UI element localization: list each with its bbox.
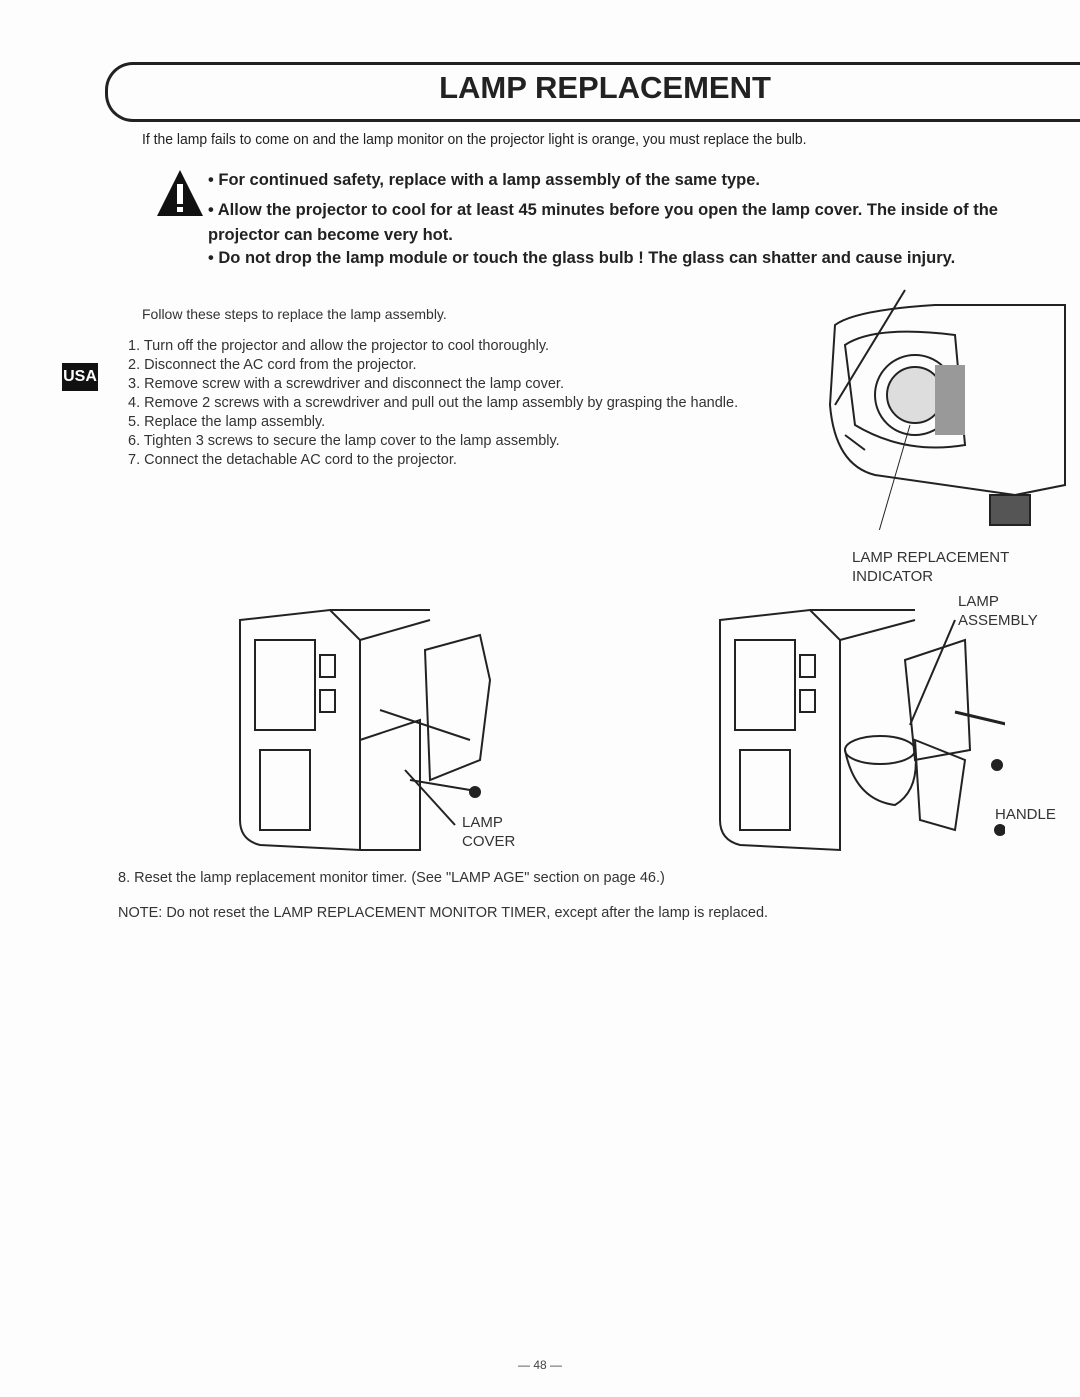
note-text: NOTE: Do not reset the LAMP REPLACEMENT … <box>118 905 769 921</box>
page-title: LAMP REPLACEMENT <box>439 70 771 105</box>
page-number: — 48 — <box>517 1358 562 1372</box>
indicator-label-line1: LAMP REPLACEMENT <box>852 549 1010 566</box>
lamp-assembly-label-line1: LAMP <box>958 593 999 610</box>
lamp-cover-illustration <box>239 608 492 852</box>
handle-label: HANDLE <box>995 806 1056 823</box>
step-item: 5. Replace the lamp assembly. <box>128 414 326 430</box>
lamp-cover-label: LAMP COVER <box>462 813 515 851</box>
step-item: 4. Remove 2 screws with a screwdriver an… <box>128 395 739 411</box>
lamp-cover-label-line2: COVER <box>462 833 516 850</box>
lamp-assembly-label-line2: ASSEMBLY <box>958 612 1038 629</box>
step-item: 6. Tighten 3 screws to secure the lamp c… <box>128 433 560 449</box>
intro-text: If the lamp fails to come on and the lam… <box>142 131 807 148</box>
warning-cool-down: • Allow the projector to cool for at lea… <box>208 201 998 244</box>
region-badge: USA <box>62 363 98 391</box>
steps-list: 1. Turn off the projector and allow the … <box>128 337 778 470</box>
warning-same-type: • For continued safety, replace with a l… <box>208 171 760 189</box>
step-8-text: 8. Reset the lamp replacement monitor ti… <box>118 870 665 886</box>
follow-steps-text: Follow these steps to replace the lamp a… <box>142 306 447 322</box>
step-item: 7. Connect the detachable AC cord to the… <box>128 452 457 468</box>
lamp-assembly-label: LAMP ASSEMBLY <box>958 592 1038 630</box>
indicator-label: LAMP REPLACEMENT INDICATOR <box>852 548 1009 586</box>
lamp-cover-label-line1: LAMP <box>462 814 503 831</box>
step-item: 1. Turn off the projector and allow the … <box>128 338 550 354</box>
indicator-label-line2: INDICATOR <box>852 568 934 585</box>
step-item: 3. Remove screw with a screwdriver and d… <box>128 376 564 392</box>
lamp-assembly-illustration <box>719 608 1005 852</box>
warning-glass-bulb: • Do not drop the lamp module or touch t… <box>208 249 956 267</box>
warning-icon <box>157 170 203 216</box>
title-frame <box>105 62 1080 122</box>
projector-illustration <box>828 289 1066 530</box>
step-item: 2. Disconnect the AC cord from the proje… <box>128 357 417 373</box>
